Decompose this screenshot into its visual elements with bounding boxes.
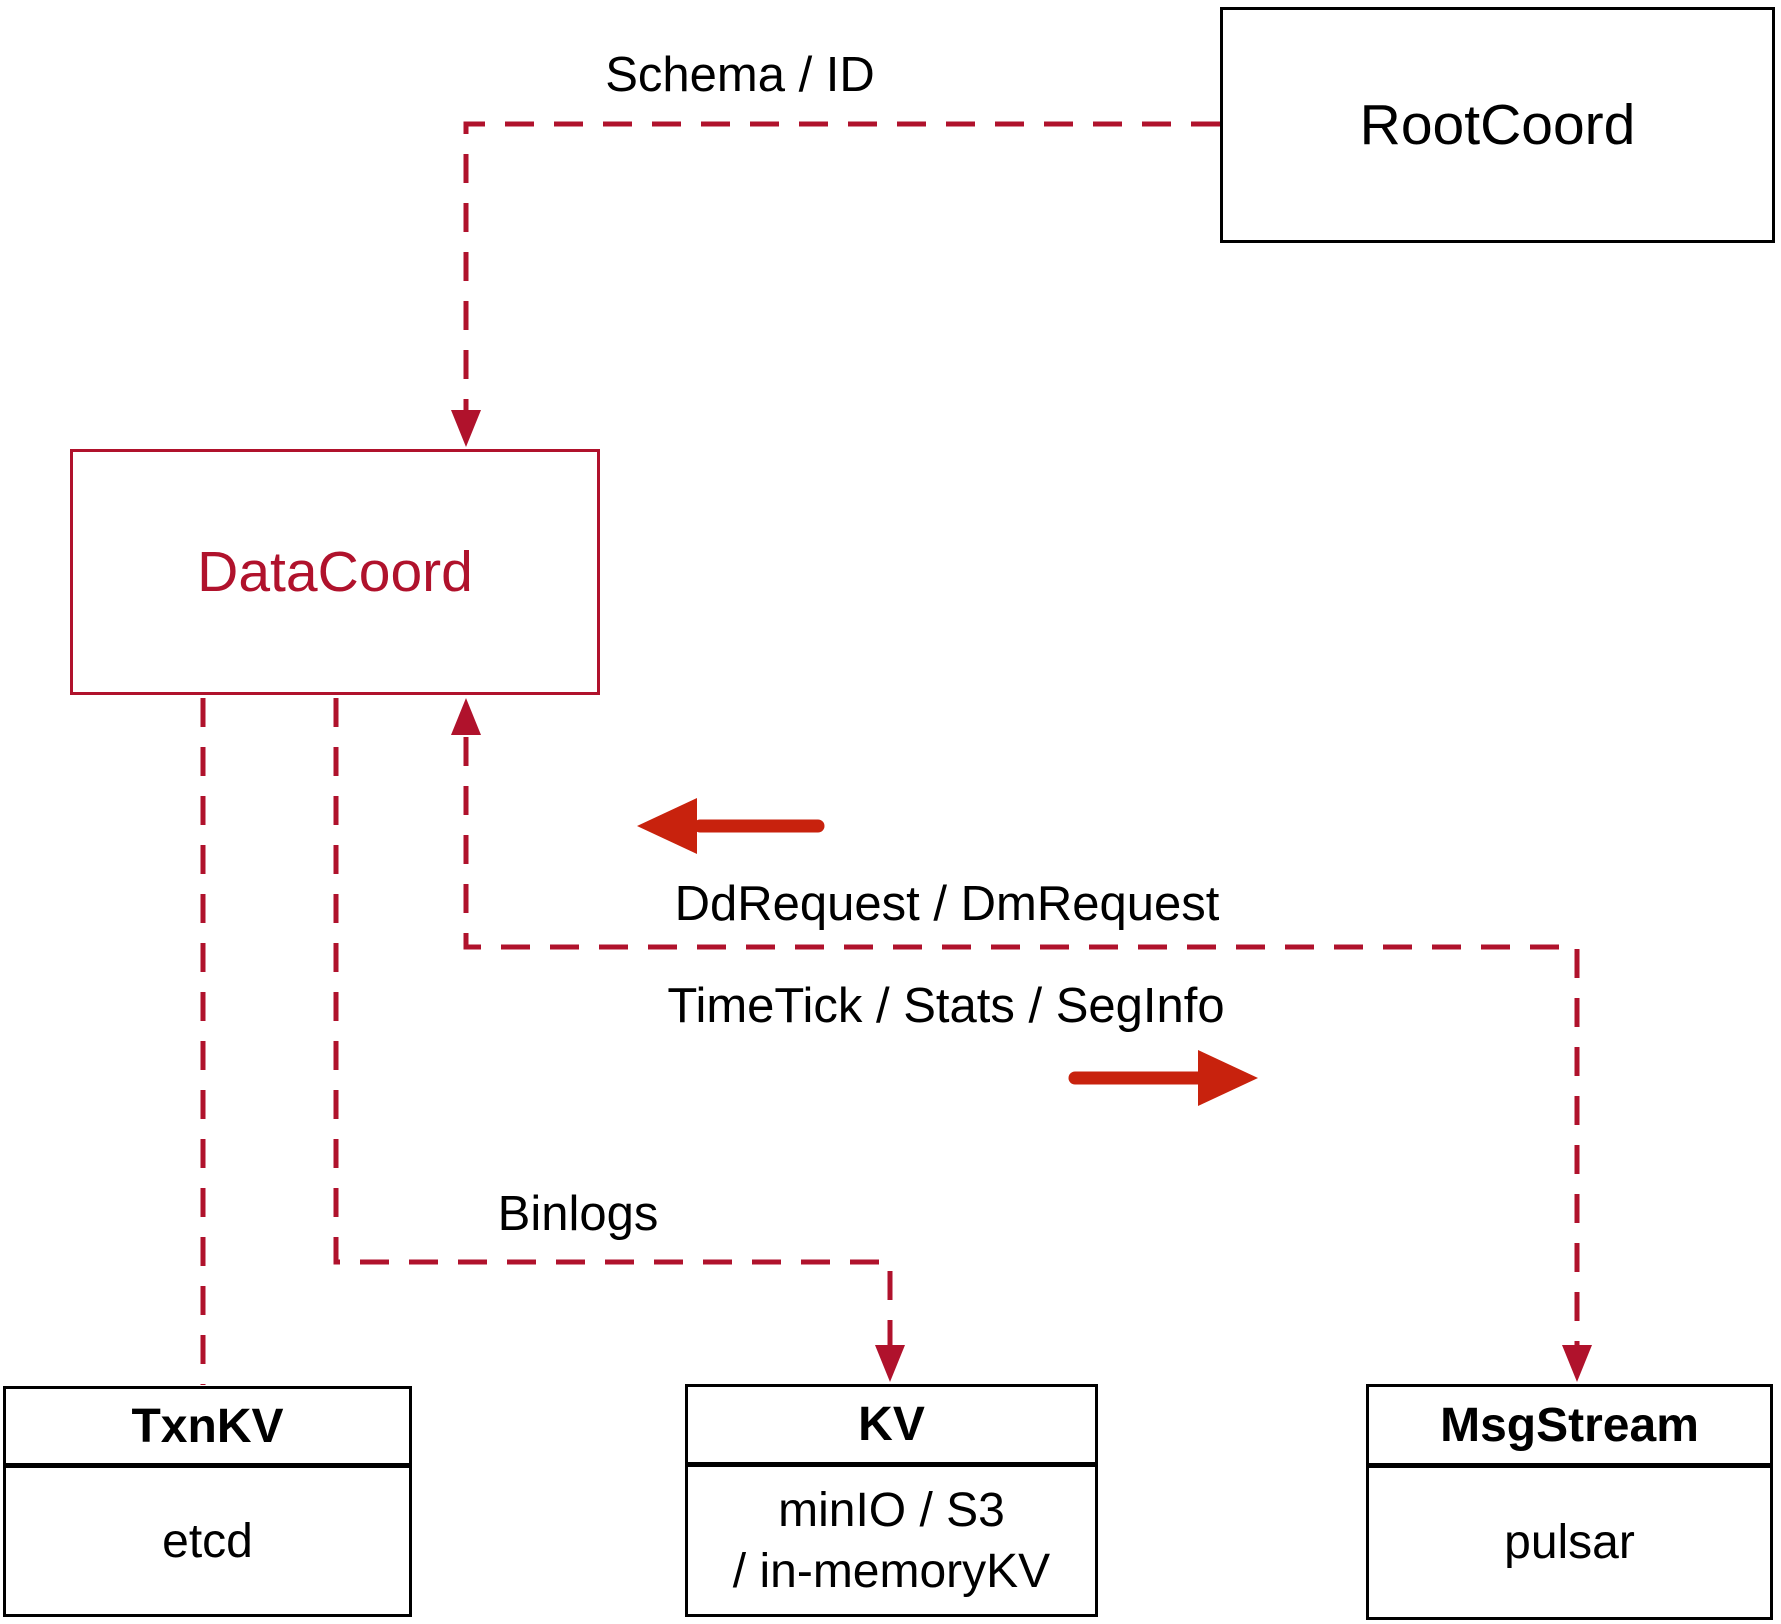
node-datacoord: DataCoord [70,449,600,695]
right-flow-arrow-icon [1198,1050,1258,1106]
node-msgstream-header: MsgStream [1369,1387,1770,1468]
node-rootcoord: RootCoord [1220,7,1775,243]
connector-datacoord-to-kv [333,698,893,1345]
node-kv-title: KV [858,1398,925,1451]
node-msgstream-body-label: pulsar [1504,1516,1635,1569]
edge-label-ddrequest-dmrequest: DdRequest / DmRequest [674,877,1220,931]
edge-label-schema-id: Schema / ID [605,48,875,102]
node-kv-body-line2: / in-memoryKV [732,1544,1051,1598]
arrowhead-into-msgstream-top-icon [1562,1345,1592,1382]
node-msgstream: MsgStream pulsar [1366,1384,1773,1620]
node-kv-body: minIO / S3 / in-memoryKV [688,1467,1095,1614]
node-datacoord-label: DataCoord [197,540,473,604]
left-flow-arrow-icon [637,798,697,854]
arrowhead-into-datacoord-bottom-icon [451,698,481,735]
node-txnkv-header: TxnKV [6,1389,409,1468]
node-kv-header: KV [688,1387,1095,1467]
arrowhead-into-datacoord-top-icon [451,410,481,447]
edge-label-binlogs: Binlogs [497,1187,659,1241]
node-txnkv-title: TxnKV [131,1399,284,1453]
connector-rootcoord-to-datacoord [463,121,1220,410]
node-txnkv: TxnKV etcd [3,1386,412,1617]
node-txnkv-body: etcd [6,1468,409,1614]
node-txnkv-body-label: etcd [162,1514,253,1568]
arrowhead-into-kv-top-icon [875,1345,905,1382]
node-msgstream-body: pulsar [1369,1468,1770,1617]
connector-datacoord-to-msgstream [463,737,1580,1345]
node-kv: KV minIO / S3 / in-memoryKV [685,1384,1098,1617]
node-msgstream-title: MsgStream [1440,1398,1699,1452]
edge-label-timetick-stats-seginfo: TimeTick / Stats / SegInfo [667,979,1225,1033]
node-rootcoord-label: RootCoord [1359,93,1636,157]
node-kv-body-line1: minIO / S3 [778,1483,1005,1537]
